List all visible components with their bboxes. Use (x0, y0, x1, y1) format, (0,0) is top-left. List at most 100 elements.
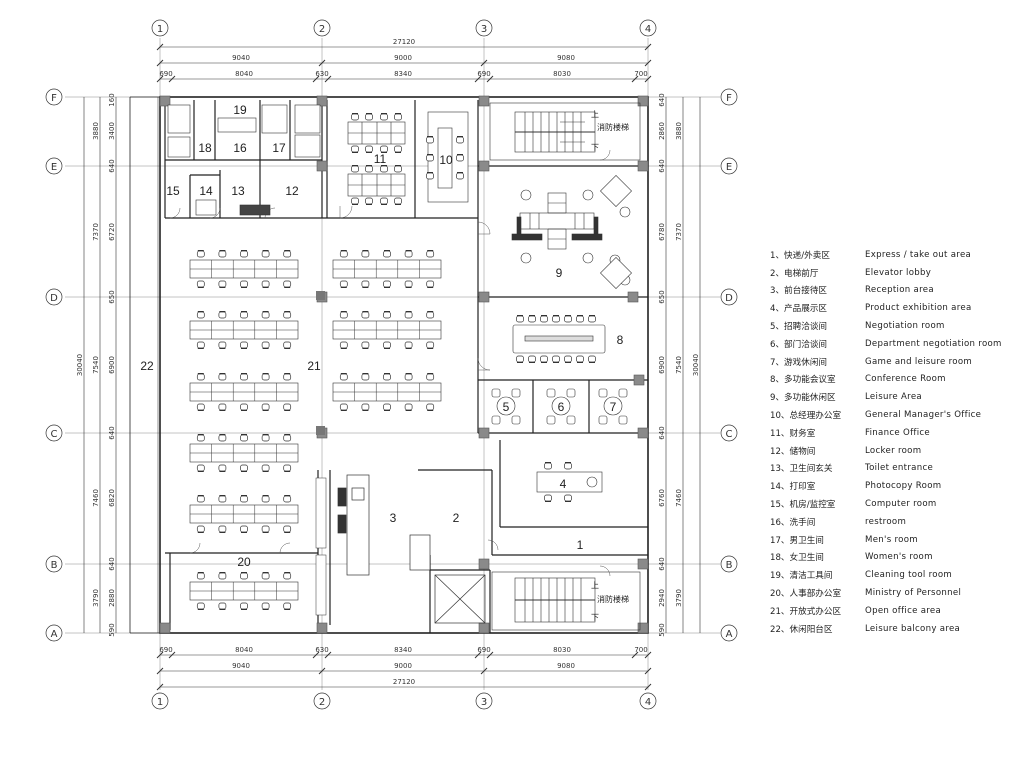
legend-item-en: Reception area (865, 285, 934, 296)
axis-row-A-right: A (726, 629, 733, 640)
axis-row-D-left: D (50, 293, 58, 304)
dim-top-s7: 700 (634, 70, 647, 78)
dim-right-o4: 7460 (675, 489, 683, 507)
axis-row-A-left: A (51, 629, 58, 640)
room-number-20: 20 (237, 555, 251, 569)
negotiation-rooms-furniture (491, 388, 628, 425)
legend-item-zh: 13、卫生间玄关 (770, 464, 833, 475)
axis-col-4-top: 4 (645, 24, 651, 35)
dim-right-i3: 640 (658, 159, 666, 172)
legend-item-zh: 8、多功能会议室 (770, 375, 836, 386)
legend-item-en: Elevator lobby (865, 267, 932, 278)
legend-item-en: Cleaning tool room (865, 570, 953, 581)
legend-item-en: Game and leisure room (865, 356, 973, 367)
legend-item-en: Men's room (865, 534, 918, 545)
legend-item-zh: 17、男卫生间 (770, 535, 824, 546)
legend-item-zh: 22、休闲阳台区 (770, 624, 833, 635)
legend-item-en: Toilet entrance (865, 463, 934, 474)
desk-cluster (332, 373, 442, 411)
legend-item-en: General Manager's Office (865, 410, 982, 421)
room-number-5: 5 (503, 400, 510, 414)
axis-col-2-bottom: 2 (319, 697, 325, 708)
dim-bot-s4: 8340 (394, 646, 412, 654)
dim-left-o4: 7460 (92, 489, 100, 507)
desk-cluster (332, 311, 442, 349)
legend-item-en: Department negotiation room (865, 338, 1002, 349)
axis-col-3-top: 3 (481, 24, 487, 35)
dim-left-i9: 640 (108, 557, 116, 570)
interior-walls (164, 100, 648, 633)
axis-col-1-bottom: 1 (157, 697, 163, 708)
dim-right-i11: 590 (658, 623, 666, 636)
legend-item: 16、洗手间 restroom (770, 513, 1015, 531)
legend-item-zh: 14、打印室 (770, 482, 816, 493)
room-number-22: 22 (140, 359, 154, 373)
legend-item-zh: 9、多功能休闲区 (770, 393, 836, 404)
stair-bottom-up: 上 (591, 581, 599, 590)
axis-row-C-left: C (51, 429, 58, 440)
dim-bot-1: 9040 (232, 662, 250, 670)
dim-right-o2: 7370 (675, 223, 683, 241)
exterior-walls (129, 96, 649, 634)
legend-item-zh: 7、游戏休闲间 (770, 357, 828, 368)
axis-row-E-left: E (51, 162, 57, 173)
dim-right-i2: 2860 (658, 122, 666, 140)
legend-item: 13、卫生间玄关 Toilet entrance (770, 460, 1015, 478)
dim-top-3: 9080 (557, 54, 575, 62)
dim-right-i5: 650 (658, 290, 666, 303)
room-number-16: 16 (233, 141, 247, 155)
finance-desks (347, 121, 406, 197)
legend-item: 17、男卫生间 Men's room (770, 531, 1015, 549)
axis-col-1-top: 1 (157, 24, 163, 35)
room-number-18: 18 (198, 141, 212, 155)
open-office-pillars (316, 291, 325, 435)
legend-item: 7、游戏休闲间 Game and leisure room (770, 353, 1015, 371)
dim-top-2: 9000 (394, 54, 412, 62)
room-number-19: 19 (233, 103, 247, 117)
legend-item-zh: 11、财务室 (770, 428, 816, 439)
room-number-11: 11 (374, 152, 387, 166)
dim-right-o5: 3790 (675, 589, 683, 607)
room-number-6: 6 (558, 400, 565, 414)
legend-item-en: restroom (865, 516, 907, 527)
stair-top-down: 下 (591, 143, 599, 152)
desk-cluster (189, 434, 299, 472)
dim-left-i5: 650 (108, 290, 116, 303)
dim-bot-s2: 8040 (235, 646, 253, 654)
legend-item-zh: 6、部门洽谈间 (770, 339, 828, 350)
legend-item-zh: 19、清洁工具间 (770, 571, 833, 582)
room-number-17: 17 (272, 141, 286, 155)
desk-cluster (189, 495, 299, 533)
dim-left-i3: 640 (108, 159, 116, 172)
dim-left-i6: 6900 (108, 356, 116, 374)
desk-cluster (189, 250, 299, 288)
room-number-15: 15 (166, 184, 180, 198)
dim-top-1: 9040 (232, 54, 250, 62)
legend-item-zh: 16、洗手间 (770, 517, 816, 528)
bottom-dimensions (156, 651, 652, 691)
exhibition-furniture (536, 462, 603, 502)
axis-row-F-right: F (726, 93, 732, 104)
dim-left-i10: 2880 (108, 589, 116, 607)
dim-left-i4: 6720 (108, 223, 116, 241)
dim-left-overall: 30040 (76, 354, 84, 376)
legend-item-en: Locker room (865, 445, 922, 456)
legend-item-en: Leisure balcony area (865, 623, 961, 634)
dim-left-o2: 7370 (92, 223, 100, 241)
dim-bot-s6: 8030 (553, 646, 571, 654)
room-number-8: 8 (617, 333, 624, 347)
axis-row-B-left: B (51, 560, 58, 571)
open-office-desks (189, 250, 442, 610)
dim-right-i8: 6760 (658, 489, 666, 507)
conference-furniture (512, 324, 606, 354)
dim-left-i1: 160 (108, 93, 116, 106)
dim-left-o3: 7540 (92, 356, 100, 374)
legend-item-zh: 4、产品展示区 (770, 304, 828, 315)
